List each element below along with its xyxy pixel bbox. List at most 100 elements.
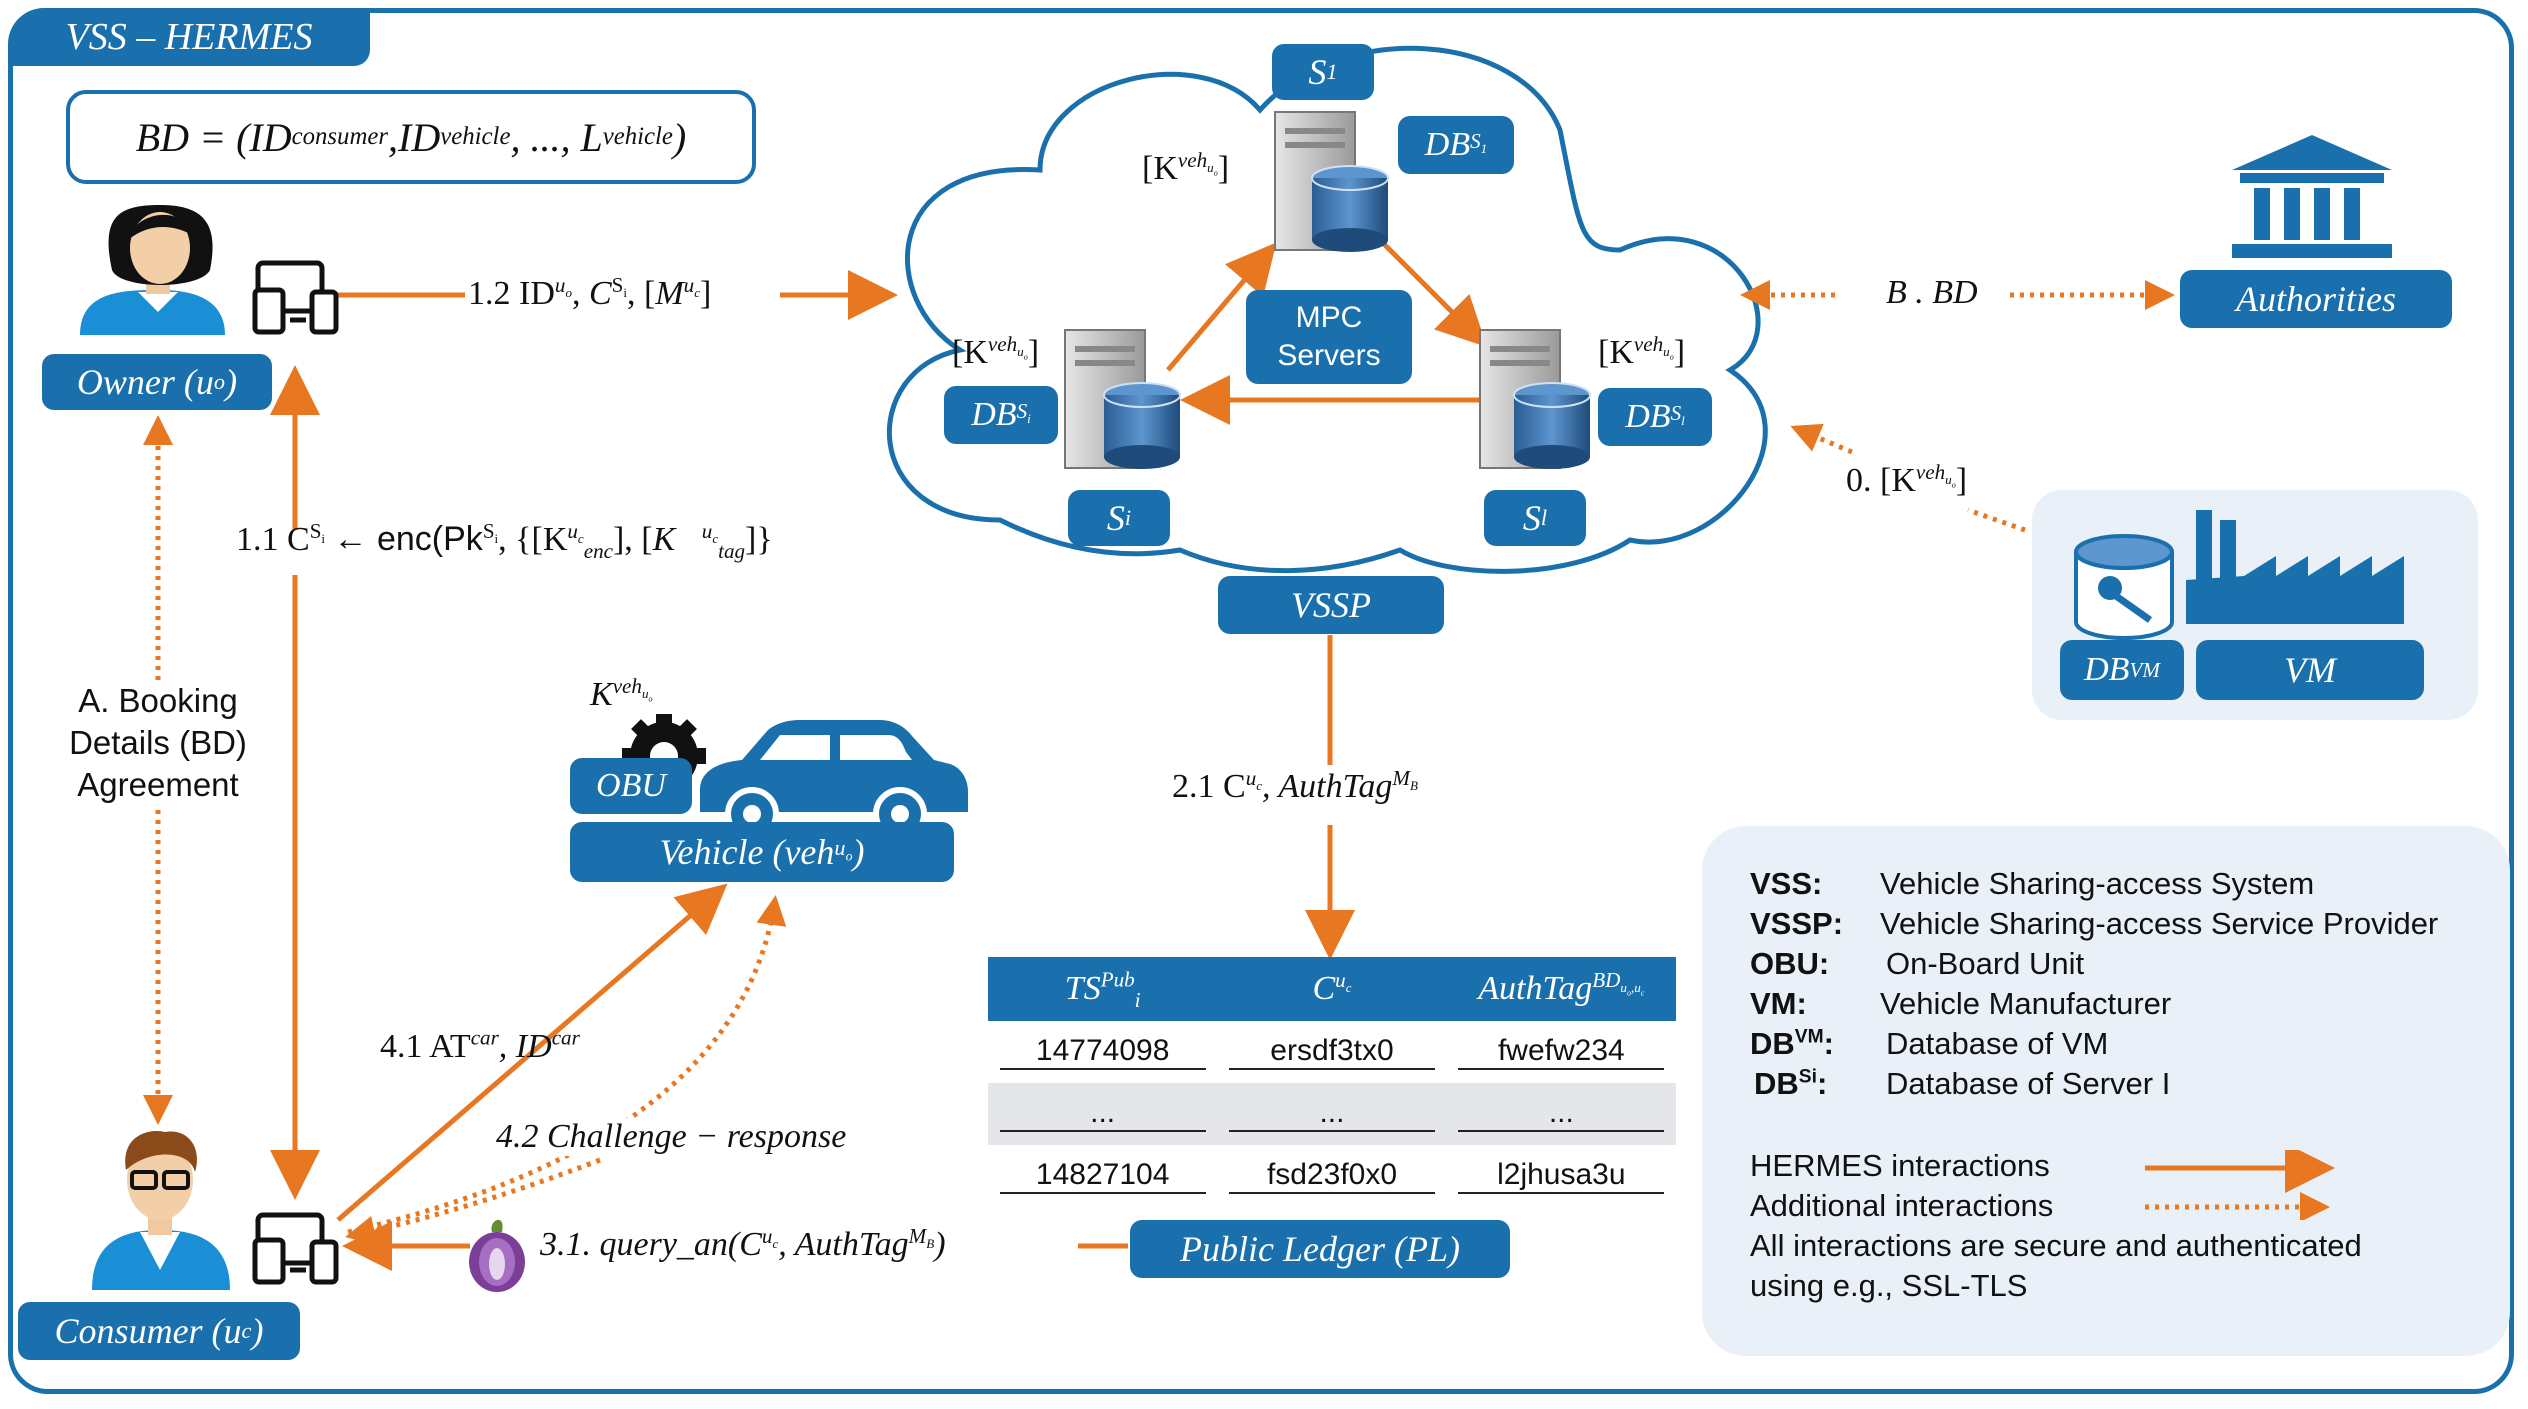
db-s1-sup: S (1470, 128, 1481, 153)
legend-abbr: VM: (1750, 986, 1807, 1021)
vssp-label: VSSP (1218, 576, 1444, 634)
server-s1-icon (1274, 111, 1389, 252)
message-b-bd: B . BD (1886, 274, 1978, 311)
db-si-sup: S (1016, 398, 1028, 423)
m2-1-rest: , AuthTag (1262, 768, 1393, 805)
db-si-text: DB (971, 396, 1017, 433)
message-1-1: 1.1 CSi ← enc(PkSi, {[Kucenc], [K⃗uctag]… (236, 518, 773, 563)
m2-1-text: 2.1 C (1172, 768, 1246, 805)
m3-1-rest: , AuthTag (778, 1226, 909, 1263)
legend-note-line-1: All interactions are secure and authenti… (1750, 1228, 2362, 1263)
m1-1-enc-sub: enc (583, 538, 613, 563)
legend-abbr-sup: Si (1798, 1066, 1817, 1088)
m1-1-rest: , {[K (498, 521, 568, 558)
legend-abbr: VSSP: (1750, 906, 1844, 941)
legend-desc: On-Board Unit (1886, 946, 2085, 981)
ledger-cell: ... (1446, 1083, 1676, 1145)
message-1-2: 1.2 IDuo, CSi, [Muc] (468, 272, 712, 312)
vehicle-sub: u (834, 834, 846, 860)
server-si-icon (1064, 329, 1181, 469)
m4-1-sup: car (470, 1025, 499, 1050)
bd-id-vehicle: ID (398, 114, 441, 160)
ledger-header-authtag: AuthTagBDuo,uc (1446, 957, 1676, 1021)
si-text: S (1106, 498, 1125, 538)
key-sl-supsub: u (1663, 343, 1670, 359)
legend-item-obu: OBU:On-Board Unit (1750, 946, 2084, 982)
legend-additional-interactions: Additional interactions (1750, 1188, 2054, 1223)
consumer-devices-icon (252, 1212, 339, 1285)
key-si-supsub: u (1017, 343, 1024, 359)
legend-item-vss: VSS:Vehicle Sharing-access System (1750, 866, 2314, 902)
key-sl-sup: veh (1633, 331, 1664, 356)
authorities-label: Authorities (2180, 270, 2452, 328)
legend-hermes-interactions: HERMES interactions (1750, 1148, 2050, 1183)
diagram-frame (8, 8, 2514, 1394)
mpc-servers-label: MPC Servers (1246, 290, 1412, 384)
message-0: 0. [Kvehuo] (1846, 459, 1968, 499)
key-sl-supsubsub: o (1669, 352, 1674, 362)
legend-desc: Vehicle Manufacturer (1880, 986, 2172, 1021)
public-ledger-table: TSPubi Cuc AuthTagBDuo,uc 14774098 ersdf… (988, 957, 1676, 1207)
s1-text: S (1308, 52, 1327, 92)
tor-onion-icon (469, 1219, 525, 1292)
mA-line-3: Agreement (77, 766, 239, 803)
obu-label: OBU (570, 758, 692, 814)
ledger-header-row: TSPubi Cuc AuthTagBDuo,uc (988, 957, 1676, 1021)
bd-id-consumer: ID (249, 114, 292, 160)
car-icon (700, 720, 968, 841)
message-a-booking: A. Booking Details (BD) Agreement (60, 680, 256, 806)
legend-abbr: DB (1754, 1066, 1799, 1101)
ledger-cell: fwefw234 (1447, 1021, 1676, 1083)
ledger-ts-value: ... (999, 1096, 1206, 1132)
key-label-si: [Kvehuo] (952, 331, 1040, 371)
vm-factory-icon (2186, 510, 2404, 624)
legend-abbr-sup: VM (1794, 1026, 1824, 1048)
key-s1-text: [K (1142, 150, 1178, 187)
key-sl-text: [K (1598, 334, 1634, 371)
message-3-1: 3.1. query_an(Cuc, AuthTagMB) (540, 1223, 946, 1263)
ledger-ts-value: 14774098 (999, 1034, 1206, 1070)
key-si-text: [K (952, 334, 988, 371)
key-si-supsubsub: o (1023, 352, 1028, 362)
legend-panel (1702, 826, 2510, 1356)
key-s1-supsub: u (1207, 159, 1214, 175)
table-row: 14827104 fsd23f0x0 l2jhusa3u (988, 1145, 1676, 1207)
db-s1-supsub: 1 (1480, 141, 1488, 157)
vehicle-key-text: K (590, 676, 613, 713)
m4-1-sup2: car (551, 1025, 580, 1050)
public-ledger-label: Public Ledger (PL) (1130, 1220, 1510, 1278)
ledger-cell: 14827104 (988, 1145, 1217, 1207)
m4-1-text: 4.1 AT (380, 1028, 471, 1065)
authorities-building-icon (2232, 135, 2392, 258)
table-row: 14774098 ersdf3tx0 fwefw234 (988, 1021, 1676, 1083)
table-row: ... ... ... (988, 1083, 1676, 1145)
consumer-person-icon (92, 1130, 230, 1290)
message-2-1: 2.1 Cuc, AuthTagMB (1172, 765, 1418, 805)
db-s1-text: DB (1424, 126, 1471, 163)
ledger-authtag-value: ... (1458, 1096, 1665, 1132)
message-4-2: 4.2 Challenge − response (496, 1118, 847, 1156)
m1-1-enc: ← enc(Pk (333, 520, 483, 558)
m3-1-text: 3.1. query_an(C (540, 1226, 762, 1263)
ledger-authtag-value: l2jhusa3u (1458, 1158, 1665, 1194)
db-vm-text: DB (2084, 651, 2130, 688)
diagram-title: VSS – HERMES (8, 8, 370, 66)
key-s1-supsubsub: o (1213, 168, 1218, 178)
ledger-header-c: Cuc (1217, 957, 1447, 1021)
key-s1-sup: veh (1177, 147, 1208, 172)
vehicle-key-label: Kvehuo (590, 673, 653, 713)
legend-abbr: VSS: (1750, 866, 1823, 901)
mA-line-2: Details (BD) (69, 724, 247, 761)
legend-desc: Vehicle Sharing-access Service Provider (1880, 906, 2439, 941)
key-label-sl: [Kvehuo] (1598, 331, 1686, 371)
owner-devices-icon (252, 260, 339, 335)
ledger-ts-value: 14827104 (999, 1158, 1206, 1194)
legend-desc: Database of VM (1886, 1026, 2109, 1061)
m0-text: 0. [K (1846, 462, 1916, 499)
